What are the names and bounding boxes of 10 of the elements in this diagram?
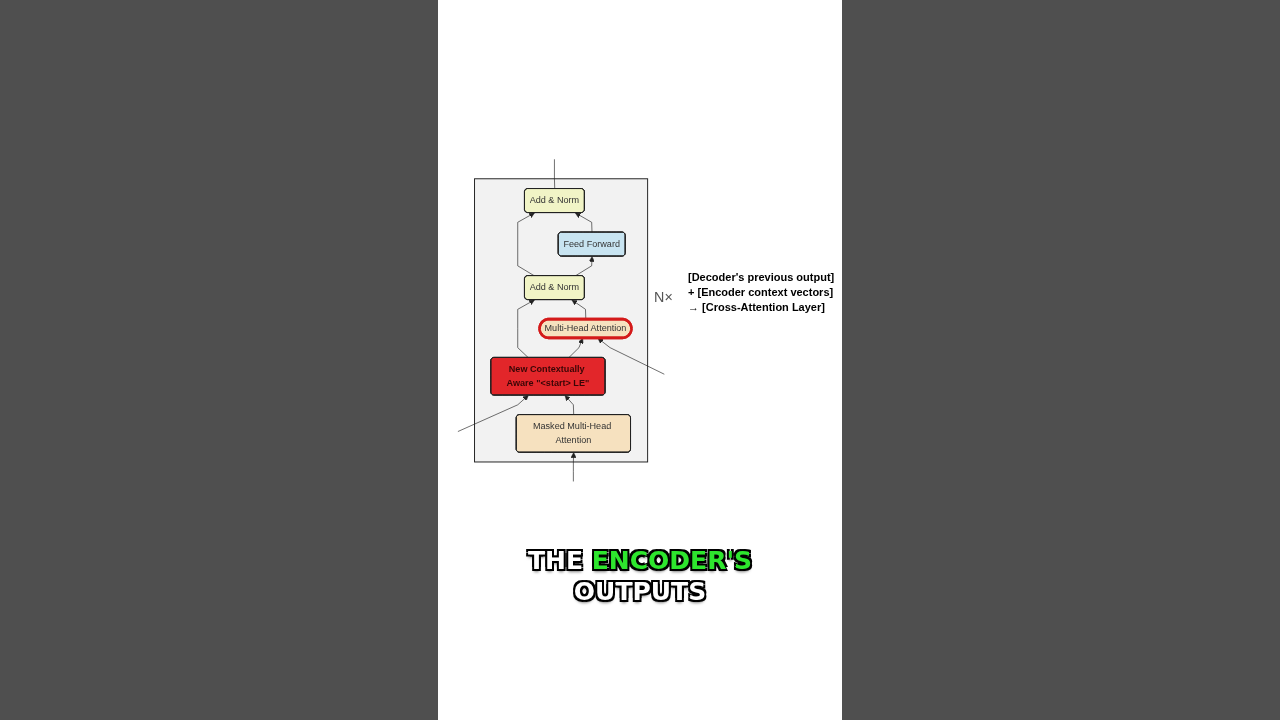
subtitle-caption: THE ENCODER'S OUTPUTS [525, 545, 754, 608]
layer-box: Add & Norm [523, 274, 585, 300]
connector-line [554, 158, 556, 189]
layer-box: Feed Forward [557, 231, 626, 257]
layer-box: Masked Multi-Head Attention [515, 413, 631, 453]
layer-box: Multi-Head Attention [538, 317, 633, 339]
layer-box: New Contextually Aware "<start> LE" [490, 356, 606, 396]
annotation-text: [Decoder's previous output] + [Encoder context vectors] → [Cross-Attention Layer] [688, 270, 836, 315]
layer-box: Add & Norm [523, 187, 585, 213]
node-label: N× [654, 288, 673, 305]
